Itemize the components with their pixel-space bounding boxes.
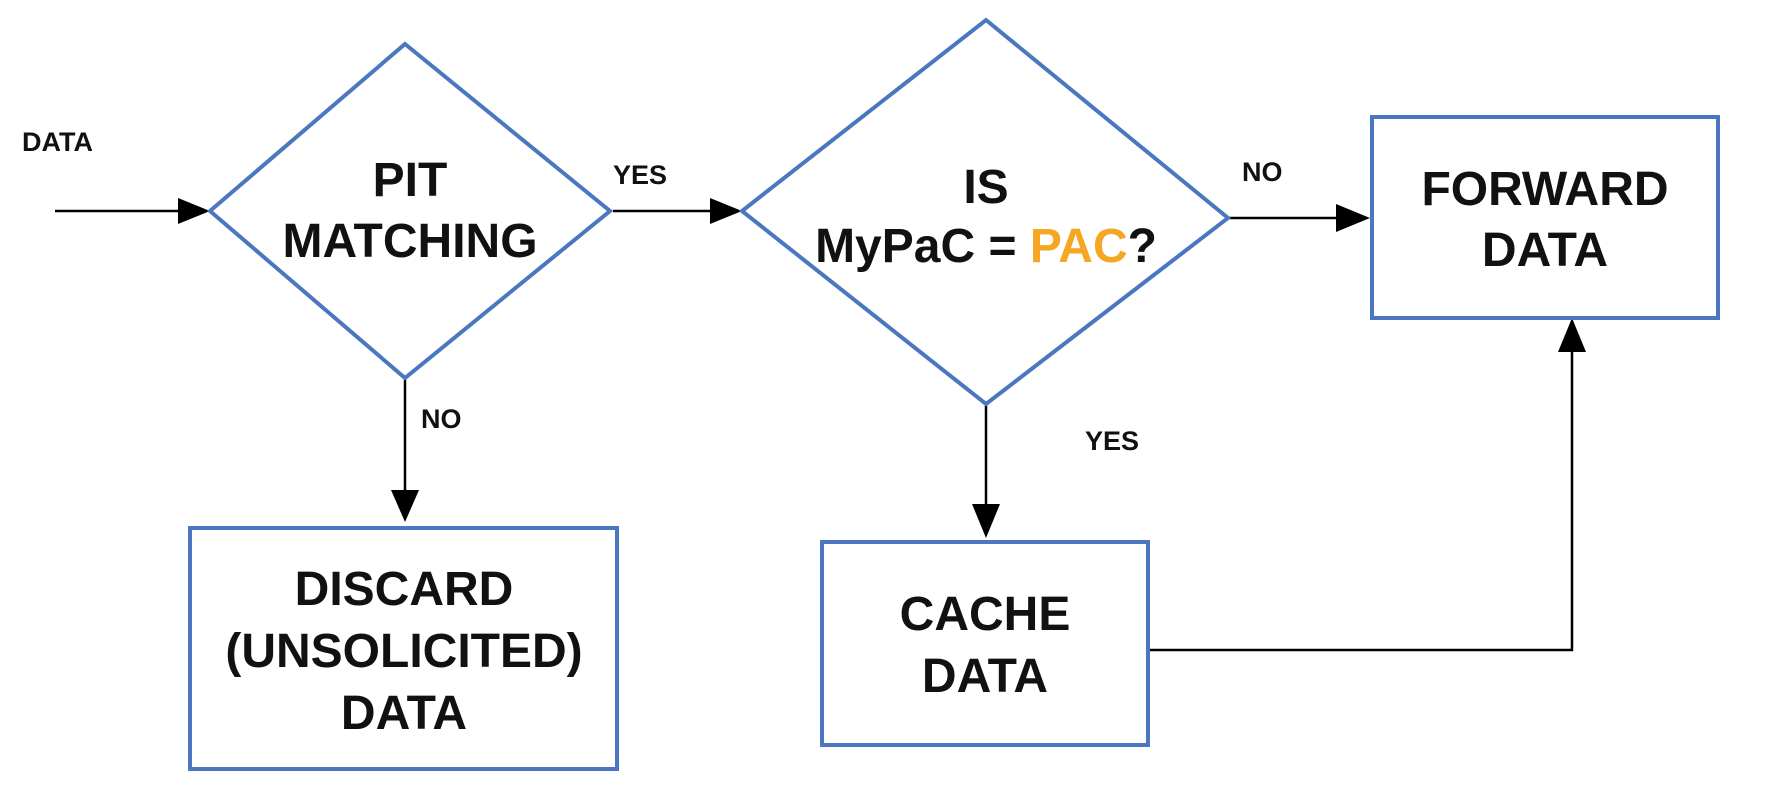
pac-check-diamond [738,17,1232,407]
no-arrowhead-to-forward [1336,204,1370,232]
cache-label-line1: CACHE [900,588,1071,641]
yes-label-pac-to-cache: YES [1085,426,1139,456]
discard-label-line2: (UNSOLICITED) [225,625,582,678]
pac-check-label-line1: IS [963,161,1008,214]
forward-label-line1: FORWARD [1421,163,1668,216]
forward-data-box [1370,115,1720,320]
yes-arrowhead-to-pac [710,198,742,224]
no-label-pac-to-forward: NO [1242,157,1283,187]
cache-to-forward-line [1148,350,1574,652]
input-arrowhead [178,198,210,224]
pac-highlight-text: PAC [1030,220,1128,273]
input-data-label: DATA [22,127,93,157]
pit-matching-label-line2: MATCHING [282,215,537,268]
yes-label-pit-to-pac: YES [613,160,667,190]
discard-data-box [188,526,619,771]
pit-matching-diamond [206,41,614,381]
discard-label-line1: DISCARD [295,563,514,616]
pac-check-prefix: MyPaC = [815,220,1030,273]
pac-check-suffix: ? [1128,220,1157,273]
pit-matching-label-line1: PIT [373,154,448,207]
yes-arrowhead-to-cache [972,504,1000,538]
no-label-pit-to-discard: NO [421,404,462,434]
discard-label-line3: DATA [341,687,467,740]
connectors [55,198,1586,652]
cache-data-box [820,540,1150,747]
cache-label-line2: DATA [922,650,1048,703]
cache-to-forward-arrowhead [1558,318,1586,352]
forward-label-line2: DATA [1482,224,1608,277]
no-arrowhead-to-discard [391,490,419,522]
pac-check-label-line2: MyPaC = PAC? [815,220,1157,273]
